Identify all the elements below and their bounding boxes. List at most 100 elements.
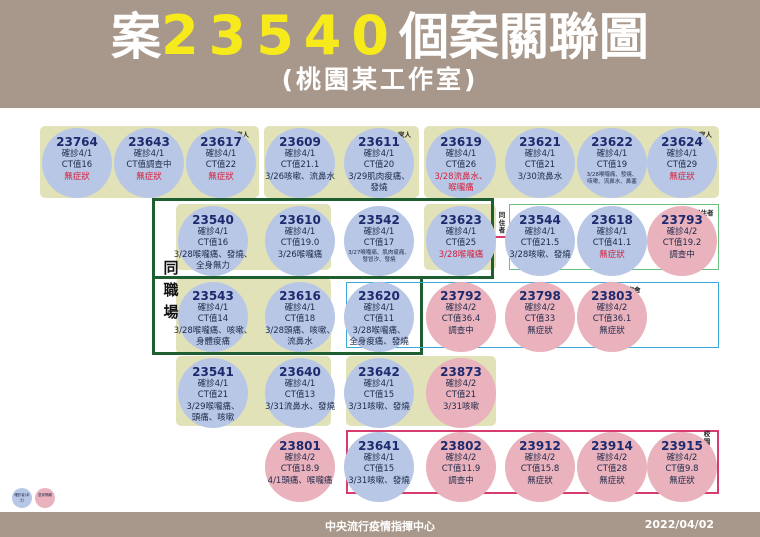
case-ct-value: CT值11.9 [441, 463, 481, 474]
case-symptom: 無症狀 [527, 476, 553, 486]
case-confirm-date: 確診4/2 [445, 453, 477, 463]
case-confirm-date: 確診4/1 [363, 227, 395, 237]
case-ct-value: CT值調查中 [126, 159, 172, 170]
case-confirm-date: 確診4/2 [596, 453, 628, 463]
workplace-frame-bottom [152, 276, 423, 355]
case-symptom: 3/27喉嚨痛、肌肉痠痛、發冒汐、發燒 [348, 250, 410, 263]
case-id: 23641 [358, 439, 400, 453]
case-confirm-date: 確診4/1 [524, 149, 556, 159]
case-id: 23611 [358, 135, 400, 149]
case-symptom: 3/28咳嗽、發燒 [509, 250, 571, 260]
case-ct-value: CT值17 [363, 237, 395, 248]
case-confirm-date: 確診4/1 [445, 149, 477, 159]
case-confirm-date: 確診4/1 [284, 303, 316, 313]
case-ct-value: CT值16 [197, 237, 229, 248]
case-confirm-date: 確診4/2 [596, 303, 628, 313]
case-symptom: 3/28喉嚨痛、全身痠痛、發燒 [349, 326, 409, 347]
case-symptom: 3/26喉嚨痛 [277, 250, 323, 260]
case-confirm-date: 確診4/1 [524, 227, 556, 237]
case-symptom: 無症狀 [208, 172, 234, 182]
case-confirm-date: 確診4/1 [284, 149, 316, 159]
case-symptom: 3/29喉嚨痛、頭痛、咳嗽 [186, 402, 240, 423]
case-ct-value: CT值28 [596, 463, 628, 474]
case-symptom: 3/28喉嚨痛、發燒、全身無力 [173, 250, 253, 271]
case-confirm-date: 確診4/1 [596, 227, 628, 237]
case-symptom: 3/29肌肉痠痛、發燒 [348, 172, 410, 193]
family-label: 家人 [398, 131, 411, 139]
case-ct-value: CT值9.8 [665, 463, 699, 474]
case-ct-value: CT值15.8 [520, 463, 560, 474]
case-id: 23622 [591, 135, 633, 149]
case-ct-value: CT值15 [363, 463, 395, 474]
case-ct-value: CT值22 [205, 159, 237, 170]
case-symptom: 3/28喉嚨痛、發燒、咳嗽、流鼻水、鼻塞 [586, 172, 638, 185]
case-confirm-date: 確診4/2 [666, 227, 698, 237]
case-ct-value: CT值14 [197, 313, 229, 324]
case-ct-value: CT值21 [524, 159, 556, 170]
case-confirm-date: 確診4/1 [363, 379, 395, 389]
case-symptom: 3/26咳嗽、流鼻水 [264, 172, 336, 182]
case-confirm-date: 確診4/2 [524, 303, 556, 313]
case-ct-value: CT值21.5 [520, 237, 560, 248]
case-id: 23798 [519, 289, 561, 303]
case-symptom: 無症狀 [64, 172, 90, 182]
case-confirm-date: 確診4/1 [284, 227, 316, 237]
case-id: 23793 [661, 213, 703, 227]
case-symptom: 3/31咳嗽、發燒 [348, 476, 410, 486]
case-id: 23609 [279, 135, 321, 149]
case-id: 23801 [279, 439, 321, 453]
case-symptom: 4/1頭痛、喉嚨痛 [267, 476, 333, 486]
case-symptom: 3/31流鼻水、發燒 [264, 402, 336, 412]
case-id: 23617 [200, 135, 242, 149]
case-ct-value: CT值19 [596, 159, 628, 170]
case-confirm-date: 確診4/2 [445, 379, 477, 389]
case-symptom: 3/28喉嚨痛 [438, 250, 484, 260]
page-title: 案23540個案關聯圖 [0, 6, 760, 67]
case-confirm-date: 確診4/2 [666, 453, 698, 463]
case-symptom: 無症狀 [599, 326, 625, 336]
case-ct-value: CT值21 [197, 389, 229, 400]
legend-positive-dot: 確診者(本土) [12, 488, 32, 508]
case-confirm-date: 確診4/1 [133, 149, 165, 159]
header-banner: 案23540個案關聯圖 (桃園某工作室) [0, 0, 760, 108]
case-ct-value: CT值36.4 [441, 313, 481, 324]
case-confirm-date: 確診4/1 [284, 379, 316, 389]
case-symptom: 調查中 [448, 476, 474, 486]
case-confirm-date: 確診4/2 [284, 453, 316, 463]
case-id: 23803 [591, 289, 633, 303]
footer: 中央流行疫情指揮中心 2022/04/02 [0, 512, 760, 537]
case-confirm-date: 確診4/1 [445, 227, 477, 237]
case-id: 23618 [591, 213, 633, 227]
case-id: 23792 [440, 289, 482, 303]
case-id: 23873 [440, 365, 482, 379]
case-symptom: 3/31咳嗽 [442, 402, 480, 412]
case-id: 23624 [661, 135, 703, 149]
case-id: 23616 [279, 289, 321, 303]
case-ct-value: CT值33 [524, 313, 556, 324]
case-ct-value: CT值20 [363, 159, 395, 170]
case-confirm-date: 確診4/1 [596, 149, 628, 159]
case-id: 23642 [358, 365, 400, 379]
case-symptom: 無症狀 [669, 172, 695, 182]
case-ct-value: CT值21 [445, 389, 477, 400]
case-symptom: 無症狀 [599, 250, 625, 260]
